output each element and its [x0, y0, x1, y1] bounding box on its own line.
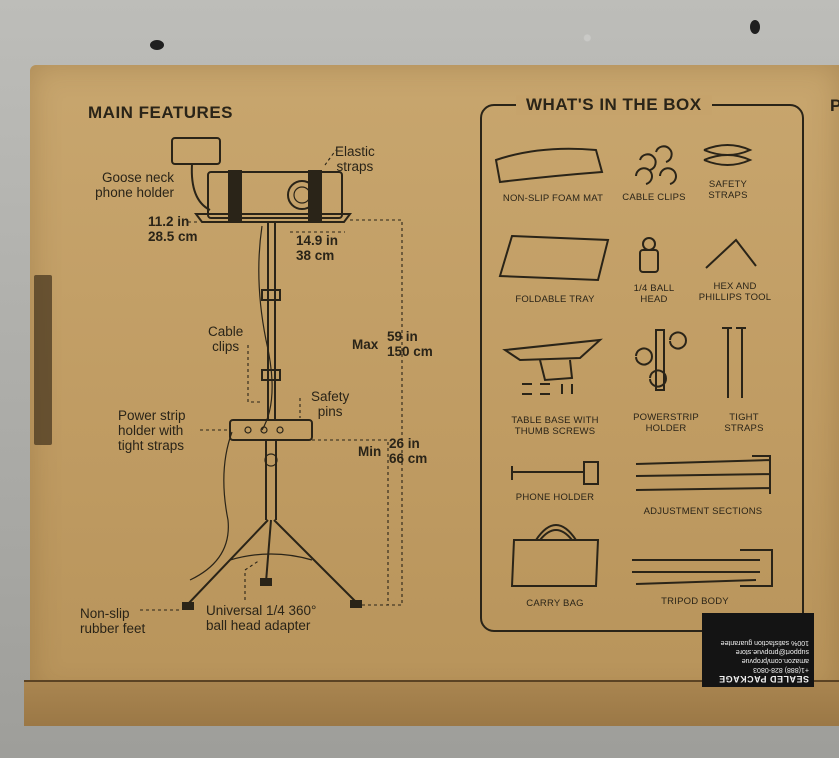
phone-holder-icon — [511, 461, 599, 485]
tripod-body-icon — [632, 549, 773, 587]
item-tight-straps: TIGHT STRAPS — [724, 412, 764, 434]
elastic-strap-right — [308, 170, 322, 222]
table-base-icon — [502, 338, 603, 382]
item-ball-head: 1/4 BALL HEAD — [633, 283, 675, 305]
leader-cable — [247, 345, 262, 403]
cable-line — [258, 225, 273, 431]
label-ball-head: Universal 1/4 360° ball head adapter — [206, 603, 317, 633]
label-elastic-straps: Elastic straps — [335, 144, 375, 174]
phone-icon — [171, 137, 221, 165]
elastic-strap-left — [228, 170, 242, 222]
cable-clips-icon — [635, 145, 677, 185]
tight-straps-icon — [722, 327, 746, 398]
item-table-base: TABLE BASE WITH THUMB SCREWS — [511, 415, 599, 437]
item-safety-straps: SAFETY STRAPS — [708, 179, 748, 201]
item-phone-holder: PHONE HOLDER — [515, 492, 595, 503]
dim-line-max — [350, 219, 403, 606]
hex-tool-icon — [705, 238, 757, 269]
adjustment-sections-icon — [635, 455, 771, 494]
label-max: Max — [352, 337, 379, 352]
box-bottom-edge — [24, 680, 839, 726]
safety-straps-icon — [703, 144, 753, 166]
cardboard-box — [30, 65, 839, 695]
rubber-foot — [182, 602, 194, 610]
gooseneck-line — [190, 163, 211, 211]
label-depth-dim: 14.9 in 38 cm — [296, 233, 339, 263]
projector-body — [207, 171, 343, 219]
thumb-screws-icon — [522, 383, 573, 395]
foam-mat-icon — [494, 147, 604, 184]
item-foam-mat: NON-SLIP FOAM MAT — [502, 193, 604, 204]
carry-bag-icon — [510, 524, 600, 587]
label-gooseneck: Goose neck phone holder — [95, 170, 174, 200]
main-features-title: MAIN FEATURES — [88, 103, 234, 122]
floor-speck — [750, 20, 760, 34]
next-panel-title-partial: P — [830, 96, 839, 115]
tripod-legs — [187, 519, 357, 605]
label-cable-clips: Cable clips — [208, 324, 244, 354]
item-carry-bag: CARRY BAG — [526, 598, 584, 609]
cable-clip-1 — [261, 289, 281, 301]
label-safety-pins: Safety pins — [311, 389, 350, 419]
tray-icon — [498, 234, 610, 282]
leader-ballhead — [244, 559, 261, 600]
label-rubber-feet: Non-slip rubber feet — [80, 606, 146, 636]
leader-elastic — [324, 149, 337, 166]
item-powerstrip-holder: POWERSTRIP HOLDER — [633, 412, 699, 434]
label-power-strip: Power strip holder with tight straps — [118, 408, 186, 453]
item-foldable-tray: FOLDABLE TRAY — [515, 294, 595, 305]
power-strip — [229, 419, 313, 441]
whats-in-box-title: WHAT'S IN THE BOX — [516, 95, 712, 115]
powerstrip-holder-icon — [635, 329, 687, 391]
item-adjustment-sections: ADJUSTMENT SECTIONS — [643, 506, 763, 517]
dim-line-min — [312, 439, 389, 605]
box-side-flap — [34, 275, 52, 445]
floor-speck — [150, 40, 164, 50]
item-hex-tool: HEX AND PHILLIPS TOOL — [698, 281, 772, 303]
item-tripod-body: TRIPOD BODY — [661, 596, 729, 607]
tray — [194, 213, 352, 223]
sealed-package-sticker: SEALED PACKAGE +1(888) 828-0803 amazon.c… — [702, 613, 814, 687]
power-cable — [189, 431, 233, 581]
label-min: Min — [358, 444, 382, 459]
item-cable-clips: CABLE CLIPS — [622, 192, 686, 203]
label-width-dim: 11.2 in 28.5 cm — [148, 214, 198, 244]
label-max-dim: 59 in 150 cm — [387, 329, 433, 359]
label-min-dim: 26 in 66 cm — [389, 436, 428, 466]
cable-clip-2 — [261, 369, 281, 381]
